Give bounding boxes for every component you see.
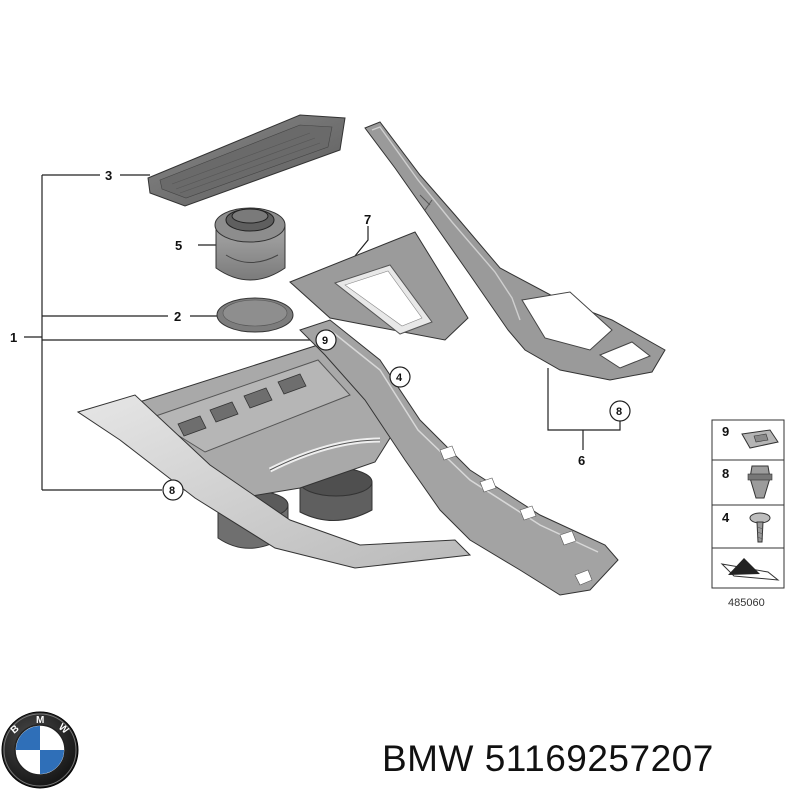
expanding-clip-icon — [747, 465, 773, 499]
legend-label-9: 9 — [722, 424, 729, 439]
callout-9-circle: 9 — [315, 329, 337, 351]
callout-4-circle: 4 — [389, 366, 411, 388]
svg-text:8: 8 — [616, 406, 622, 418]
part-side-trim — [364, 121, 666, 381]
fastener-legend: 9 8 4 485060 — [711, 419, 785, 609]
callout-7: 7 — [364, 212, 371, 227]
callout-5: 5 — [175, 238, 182, 253]
callout-8b-circle: 8 — [162, 479, 184, 501]
callout-labels: 1 2 3 5 7 6 9 4 8 8 — [10, 168, 631, 501]
diagram-id: 485060 — [728, 597, 765, 609]
bmw-logo: B M W — [1, 711, 79, 789]
callout-2: 2 — [174, 309, 181, 324]
part-tray-mat — [147, 114, 346, 207]
svg-text:9: 9 — [322, 335, 328, 347]
svg-text:4: 4 — [396, 372, 403, 384]
surface-arrow-icon — [720, 558, 780, 581]
svg-text:8: 8 — [169, 485, 175, 497]
logo-letter-m: M — [36, 715, 44, 726]
part-center-console — [76, 319, 619, 596]
callout-3: 3 — [105, 168, 112, 183]
part-round-mat — [216, 297, 294, 333]
callout-8a-circle: 8 — [609, 400, 631, 422]
legend-label-8: 8 — [722, 466, 729, 481]
callout-6: 6 — [578, 453, 585, 468]
part-cup-holder — [214, 207, 286, 281]
callout-1: 1 — [10, 330, 17, 345]
part-shifter-trim — [289, 231, 469, 341]
clip-nut-icon — [741, 429, 779, 449]
part-number-caption: BMW 51169257207 — [382, 738, 714, 779]
screw-icon — [749, 512, 771, 543]
legend-label-4: 4 — [722, 510, 730, 525]
